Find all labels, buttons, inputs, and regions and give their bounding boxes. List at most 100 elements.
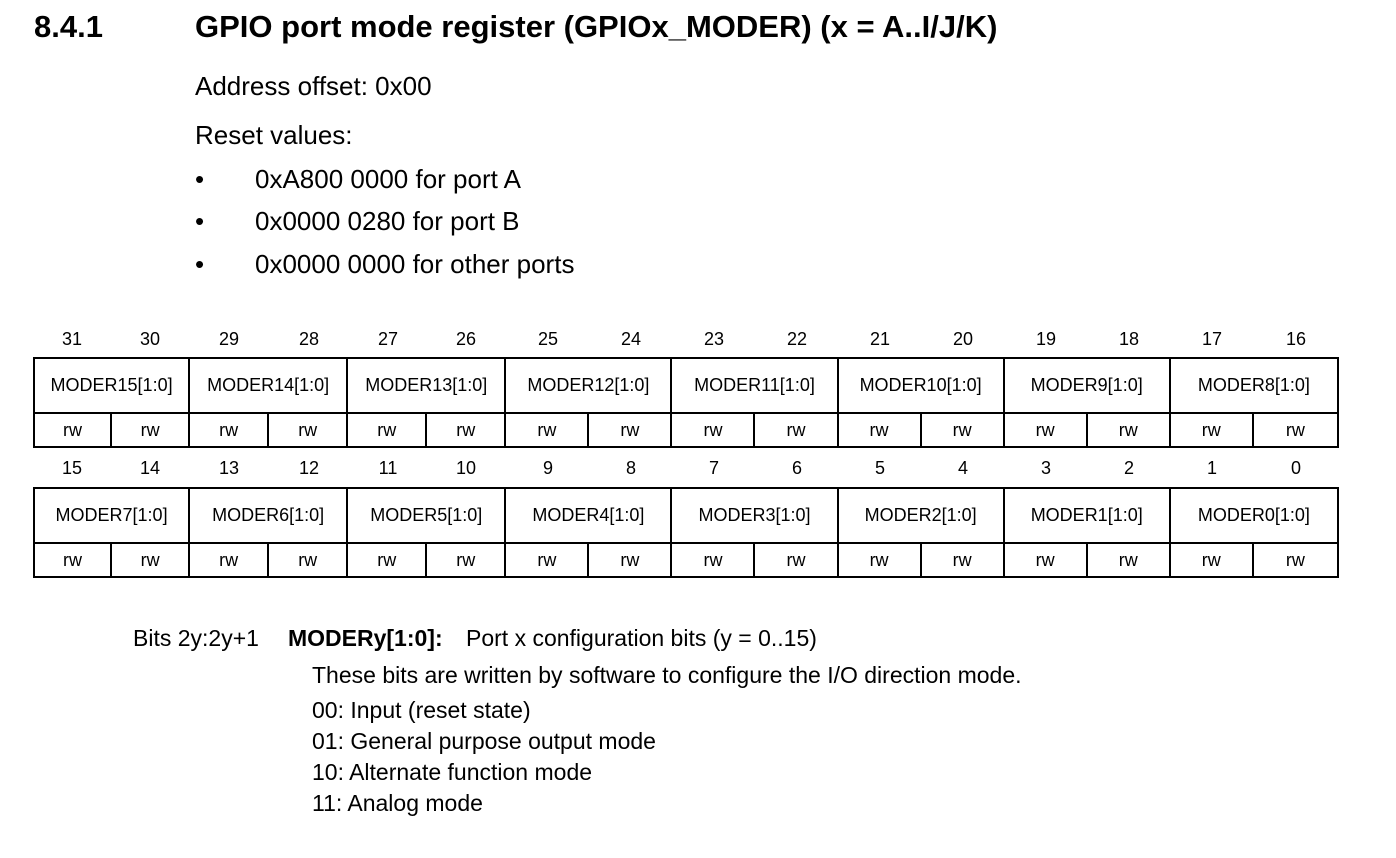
bit-number: 16: [1285, 329, 1307, 349]
bit-number: 21: [869, 329, 891, 349]
bit-number: 22: [786, 329, 808, 349]
bit-number: 19: [1035, 329, 1057, 349]
access-cell: rw: [753, 412, 839, 448]
description-line: 00: Input (reset state): [312, 697, 531, 723]
access-cell: rw: [425, 542, 507, 578]
bit-number: 1: [1206, 458, 1217, 478]
access-cell: rw: [1251, 412, 1340, 448]
access-cell: rw: [587, 542, 673, 578]
bit-number: 13: [218, 458, 240, 478]
register-field: MODER15[1:0]: [32, 357, 191, 414]
bit-number: 8: [625, 458, 636, 478]
bit-number: 27: [377, 329, 399, 349]
bullet: •: [195, 206, 205, 236]
access-cell: rw: [1168, 542, 1254, 578]
description-line: These bits are written by software to co…: [312, 662, 1022, 688]
bullet: •: [195, 249, 205, 279]
access-cell: rw: [346, 412, 428, 448]
bit-number: 11: [378, 458, 398, 478]
access-cell: rw: [670, 412, 756, 448]
bit-number: 17: [1201, 329, 1223, 349]
register-field: MODER5[1:0]: [346, 487, 507, 544]
bit-number: 25: [537, 329, 559, 349]
register-field: MODER0[1:0]: [1168, 487, 1340, 544]
register-field: MODER11[1:0]: [670, 357, 839, 414]
register-field: MODER12[1:0]: [504, 357, 673, 414]
address-offset: Address offset: 0x00: [195, 71, 432, 101]
register-field: MODER14[1:0]: [188, 357, 349, 414]
access-cell: rw: [32, 412, 113, 448]
register-field: MODER7[1:0]: [32, 487, 191, 544]
access-cell: rw: [32, 542, 113, 578]
access-cell: rw: [188, 542, 270, 578]
description-line: 11: Analog mode: [312, 790, 483, 816]
access-cell: rw: [267, 412, 349, 448]
bit-number: 15: [61, 458, 83, 478]
register-field: MODER2[1:0]: [836, 487, 1005, 544]
bit-number: 2: [1123, 458, 1134, 478]
field-name: MODERy[1:0]:: [288, 625, 443, 651]
bit-number: 7: [708, 458, 719, 478]
access-cell: rw: [110, 412, 191, 448]
access-cell: rw: [1085, 412, 1171, 448]
access-cell: rw: [110, 542, 191, 578]
register-field: MODER13[1:0]: [346, 357, 507, 414]
access-cell: rw: [836, 542, 922, 578]
register-table-upper: MODER15[1:0] MODER14[1:0] MODER13[1:0] M…: [32, 357, 1340, 448]
access-cell: rw: [1002, 542, 1088, 578]
access-cell: rw: [919, 412, 1005, 448]
bit-number: 4: [957, 458, 968, 478]
access-cell: rw: [267, 542, 349, 578]
access-cell: rw: [919, 542, 1005, 578]
access-cell: rw: [188, 412, 270, 448]
bullet: •: [195, 164, 205, 194]
bit-number: 9: [542, 458, 553, 478]
section-title: GPIO port mode register (GPIOx_MODER) (x…: [195, 9, 998, 44]
bit-number: 14: [139, 458, 161, 478]
bit-number: 3: [1040, 458, 1051, 478]
register-field: MODER6[1:0]: [188, 487, 349, 544]
register-table-lower: MODER7[1:0] MODER6[1:0] MODER5[1:0] MODE…: [32, 487, 1340, 578]
reset-value-text: 0x0000 0000 for other ports: [255, 249, 575, 279]
bit-number: 28: [298, 329, 320, 349]
access-cell: rw: [1002, 412, 1088, 448]
bit-number: 6: [791, 458, 802, 478]
bit-number: 29: [218, 329, 240, 349]
field-summary: Port x configuration bits (y = 0..15): [466, 625, 817, 651]
bit-number: 10: [455, 458, 477, 478]
access-cell: rw: [670, 542, 756, 578]
access-cell: rw: [1168, 412, 1254, 448]
access-cell: rw: [1251, 542, 1340, 578]
register-field: MODER4[1:0]: [504, 487, 673, 544]
description-line: 10: Alternate function mode: [312, 759, 593, 785]
bit-number: 30: [139, 329, 161, 349]
bit-number: 31: [61, 329, 83, 349]
access-cell: rw: [346, 542, 428, 578]
access-cell: rw: [1085, 542, 1171, 578]
bit-number: 5: [874, 458, 885, 478]
reset-value-text: 0x0000 0280 for port B: [255, 206, 520, 236]
description-line: 01: General purpose output mode: [312, 728, 656, 754]
register-field: MODER9[1:0]: [1002, 357, 1171, 414]
bit-number: 0: [1290, 458, 1301, 478]
access-cell: rw: [425, 412, 507, 448]
access-cell: rw: [753, 542, 839, 578]
bit-number: 24: [620, 329, 642, 349]
bit-number: 26: [455, 329, 477, 349]
access-cell: rw: [504, 542, 590, 578]
bit-number: 12: [298, 458, 320, 478]
bit-number: 23: [703, 329, 725, 349]
register-field: MODER3[1:0]: [670, 487, 839, 544]
section-number: 8.4.1: [34, 9, 103, 44]
access-cell: rw: [587, 412, 673, 448]
access-cell: rw: [836, 412, 922, 448]
reset-value-text: 0xA800 0000 for port A: [255, 164, 521, 194]
register-field: MODER10[1:0]: [836, 357, 1005, 414]
bit-number: 18: [1118, 329, 1140, 349]
register-field: MODER1[1:0]: [1002, 487, 1171, 544]
register-field: MODER8[1:0]: [1168, 357, 1340, 414]
bits-range-label: Bits 2y:2y+1: [133, 625, 259, 651]
reset-values-label: Reset values:: [195, 120, 353, 150]
bit-number: 20: [952, 329, 974, 349]
access-cell: rw: [504, 412, 590, 448]
